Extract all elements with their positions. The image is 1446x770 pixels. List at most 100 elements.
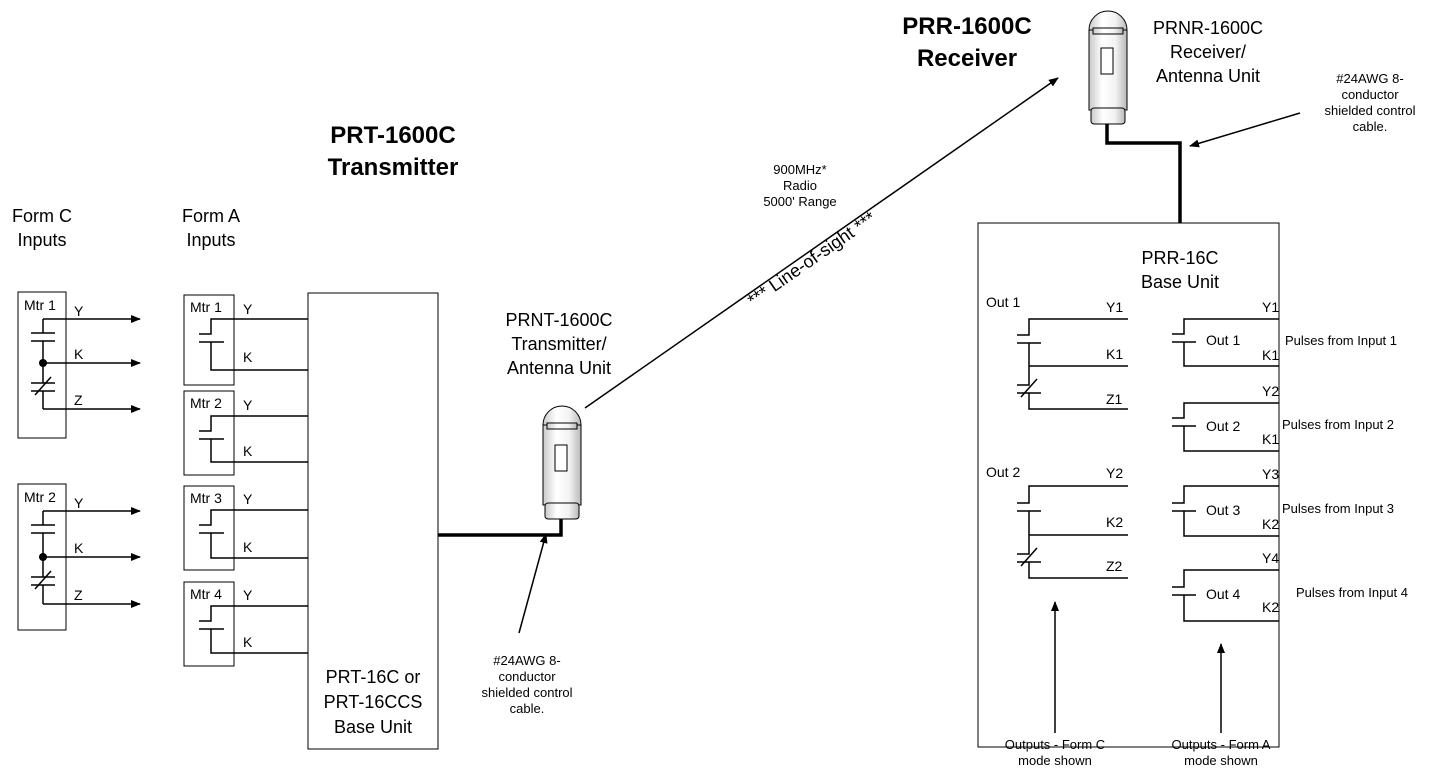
prt-base-unit: PRT-16C or PRT-16CCS Base Unit [307, 292, 439, 750]
form-a-caption-line2: mode shown [1184, 753, 1258, 768]
terminal-k: K [74, 346, 84, 362]
terminal-y: Y [243, 301, 253, 317]
output-y: Y1 [1262, 299, 1279, 315]
terminal-z: Z [74, 392, 83, 408]
prnr-line1: PRNR-1600C [1153, 18, 1263, 38]
output-y: Y4 [1262, 550, 1279, 566]
output-y: Y3 [1262, 466, 1279, 482]
output-name: Out 1 [1206, 332, 1240, 348]
output-y: Y2 [1106, 465, 1123, 481]
receiver-title-line1: PRR-1600C [902, 13, 1031, 40]
radio-line2: Radio [783, 178, 817, 193]
output-pulses: Pulses from Input 1 [1285, 333, 1397, 348]
tx-control-cable [438, 518, 563, 537]
output-name: Out 2 [1206, 418, 1240, 434]
form-a-meter: Mtr 1 Y K [183, 294, 308, 386]
prt-base-box [307, 292, 439, 750]
output-k: K2 [1262, 599, 1279, 615]
terminal-y: Y [74, 495, 84, 511]
prnt-antenna [542, 405, 582, 520]
tx-cable-line4: cable. [510, 701, 545, 716]
form-a-output: Out 2 Y2 K1 Pulses from Input 2 [1172, 383, 1394, 452]
output-z: Z2 [1106, 558, 1123, 574]
meter-box [183, 390, 235, 476]
rx-cable-line4: cable. [1353, 119, 1388, 134]
rx-control-cable [1105, 124, 1182, 223]
rx-cable-pointer [1189, 112, 1301, 148]
prnr-line2: Receiver/ [1170, 42, 1246, 62]
terminal-k: K [243, 443, 253, 459]
form-c-inputs: Form C Inputs Mtr 1 Y K Z Mtr 2 [12, 206, 141, 631]
form-c-output: Out 1 Y1 K1 Z1 [986, 294, 1128, 410]
form-c-caption-line2: mode shown [1018, 753, 1092, 768]
meter-label: Mtr 2 [190, 395, 222, 411]
prnr-antenna [1088, 10, 1128, 125]
form-a-output: Out 1 Y1 K1 Pulses from Input 1 [1172, 299, 1397, 367]
meter-box [183, 485, 235, 571]
prr-base-box [977, 222, 1280, 748]
terminal-y: Y [243, 491, 253, 507]
form-a-caption-line1: Outputs - Form A [1172, 737, 1271, 752]
meter-label: Mtr 2 [24, 489, 56, 505]
radio-link-arrow [584, 77, 1059, 409]
prnt-line3: Antenna Unit [507, 358, 611, 378]
terminal-k: K [74, 540, 84, 556]
output-pulses: Pulses from Input 2 [1282, 417, 1394, 432]
prt-base-line1: PRT-16C or [326, 667, 421, 687]
receiver-title-line2: Receiver [917, 45, 1017, 72]
terminal-k: K [243, 349, 253, 365]
prr-base-unit: PRR-16C Base Unit Out 1 Y1 K1 Z1 Out 2 [977, 222, 1408, 748]
prnr-line3: Antenna Unit [1156, 66, 1260, 86]
terminal-k: K [243, 634, 253, 650]
meter-label: Mtr 1 [190, 299, 222, 315]
output-name: Out 1 [986, 294, 1020, 310]
tx-cable-line1: #24AWG 8- [493, 653, 560, 668]
terminal-y: Y [243, 587, 253, 603]
transmitter-title-line1: PRT-1600C [330, 122, 455, 149]
form-a-heading-line1: Form A [182, 206, 240, 226]
form-a-meter: Mtr 2 Y K [183, 390, 308, 476]
terminal-y: Y [243, 397, 253, 413]
form-c-output: Out 2 Y2 K2 Z2 [986, 464, 1128, 579]
terminal-k: K [243, 539, 253, 555]
line-of-sight-label: *** Line-of-sight *** [744, 208, 879, 311]
prnt-line2: Transmitter/ [511, 334, 606, 354]
form-c-heading-line1: Form C [12, 206, 72, 226]
junction-dot [39, 553, 47, 561]
tx-cable-pointer [518, 533, 548, 634]
radio-line1: 900MHz* [773, 162, 826, 177]
form-c-meter: Mtr 2 Y K Z [17, 483, 141, 631]
output-k: K2 [1106, 514, 1123, 530]
output-k: K1 [1106, 346, 1123, 362]
output-k: K1 [1262, 347, 1279, 363]
rx-cable-line1: #24AWG 8- [1336, 71, 1403, 86]
form-c-heading-line2: Inputs [17, 230, 66, 250]
tx-cable-line2: conductor [498, 669, 556, 684]
rx-cable-line2: conductor [1341, 87, 1399, 102]
prt-base-line3: Base Unit [334, 717, 412, 737]
prr-base-line1: PRR-16C [1141, 248, 1218, 268]
form-c-caption-line1: Outputs - Form C [1005, 737, 1105, 752]
meter-label: Mtr 4 [190, 586, 222, 602]
prr-base-line2: Base Unit [1141, 272, 1219, 292]
terminal-y: Y [74, 303, 84, 319]
transmitter-title-line2: Transmitter [328, 154, 459, 181]
output-pulses: Pulses from Input 4 [1296, 585, 1408, 600]
form-a-output: Out 4 Y4 K2 Pulses from Input 4 [1172, 550, 1408, 622]
form-a-inputs: Form A Inputs Mtr 1 Y K Mtr 2 Y K Mtr 3 [182, 206, 308, 667]
prnt-line1: PRNT-1600C [505, 310, 612, 330]
output-y: Y2 [1262, 383, 1279, 399]
rx-cable-line3: shielded control [1324, 103, 1415, 118]
prt-base-line2: PRT-16CCS [324, 692, 423, 712]
form-a-heading-line2: Inputs [186, 230, 235, 250]
form-a-meter: Mtr 4 Y K [183, 581, 308, 667]
output-name: Out 2 [986, 464, 1020, 480]
radio-line3: 5000' Range [763, 194, 836, 209]
meter-label: Mtr 3 [190, 490, 222, 506]
terminal-z: Z [74, 587, 83, 603]
output-k: K1 [1262, 431, 1279, 447]
output-y: Y1 [1106, 299, 1123, 315]
output-name: Out 3 [1206, 502, 1240, 518]
